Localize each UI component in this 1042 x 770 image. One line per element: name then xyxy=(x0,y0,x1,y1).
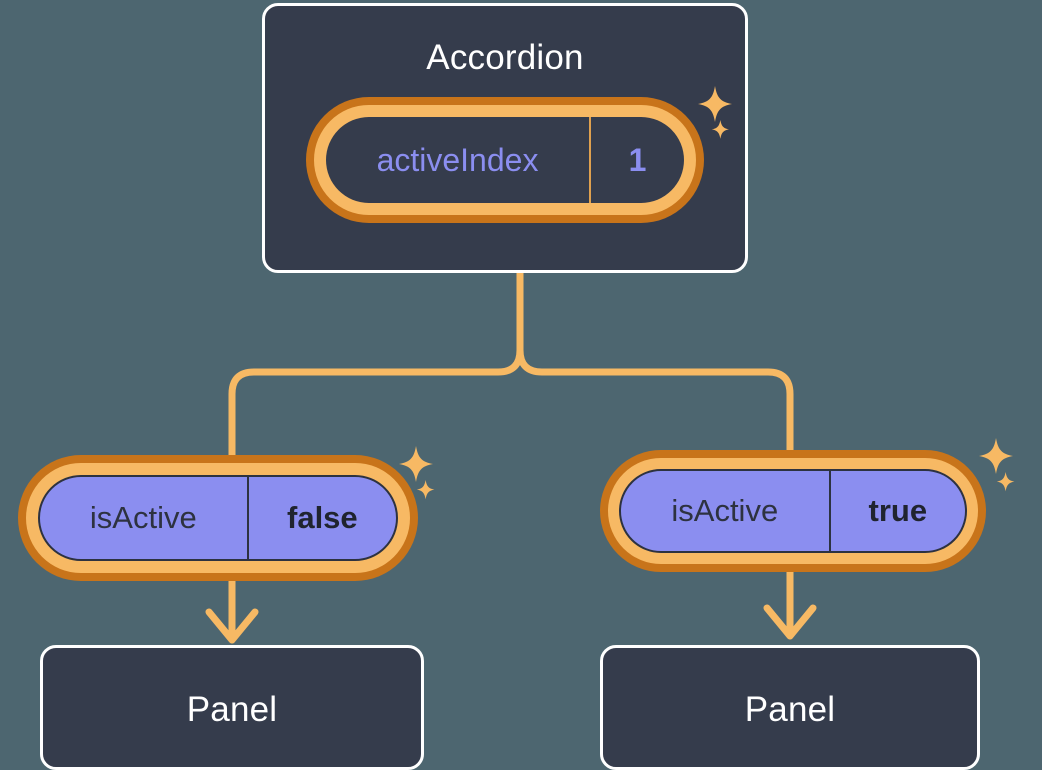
state-pill-isactive-true[interactable]: isActive true xyxy=(600,450,986,572)
component-title-panel-left: Panel xyxy=(186,690,278,729)
state-pill-body: activeIndex 1 xyxy=(326,117,684,203)
wire-root-to-left xyxy=(228,268,524,463)
sparkle-large-left-icon xyxy=(399,446,435,500)
component-node-panel-left[interactable]: Panel xyxy=(40,645,424,770)
state-key-isactive: isActive xyxy=(89,500,197,535)
state-pill-body: isActive false xyxy=(38,475,398,561)
component-title-panel-right: Panel xyxy=(744,690,836,729)
state-key-isactive: isActive xyxy=(671,493,779,528)
sparkle-large-right-icon xyxy=(979,438,1015,492)
component-node-panel-right[interactable]: Panel xyxy=(600,645,980,770)
arrowhead-right-icon xyxy=(763,604,817,640)
state-value-activeindex: 1 xyxy=(589,117,684,203)
arrowhead-left-icon xyxy=(205,608,259,644)
state-pill-isactive-false[interactable]: isActive false xyxy=(18,455,418,581)
state-value-isactive: false xyxy=(246,477,396,559)
component-title-accordion: Accordion xyxy=(426,38,584,77)
sparkle-large-root-icon xyxy=(698,86,732,139)
wire-root-to-right xyxy=(516,268,794,463)
state-value-isactive: true xyxy=(828,471,965,551)
state-pill-body: isActive true xyxy=(619,469,967,553)
state-pill-activeindex[interactable]: activeIndex 1 xyxy=(306,97,704,223)
state-key-activeindex: activeIndex xyxy=(376,141,539,178)
